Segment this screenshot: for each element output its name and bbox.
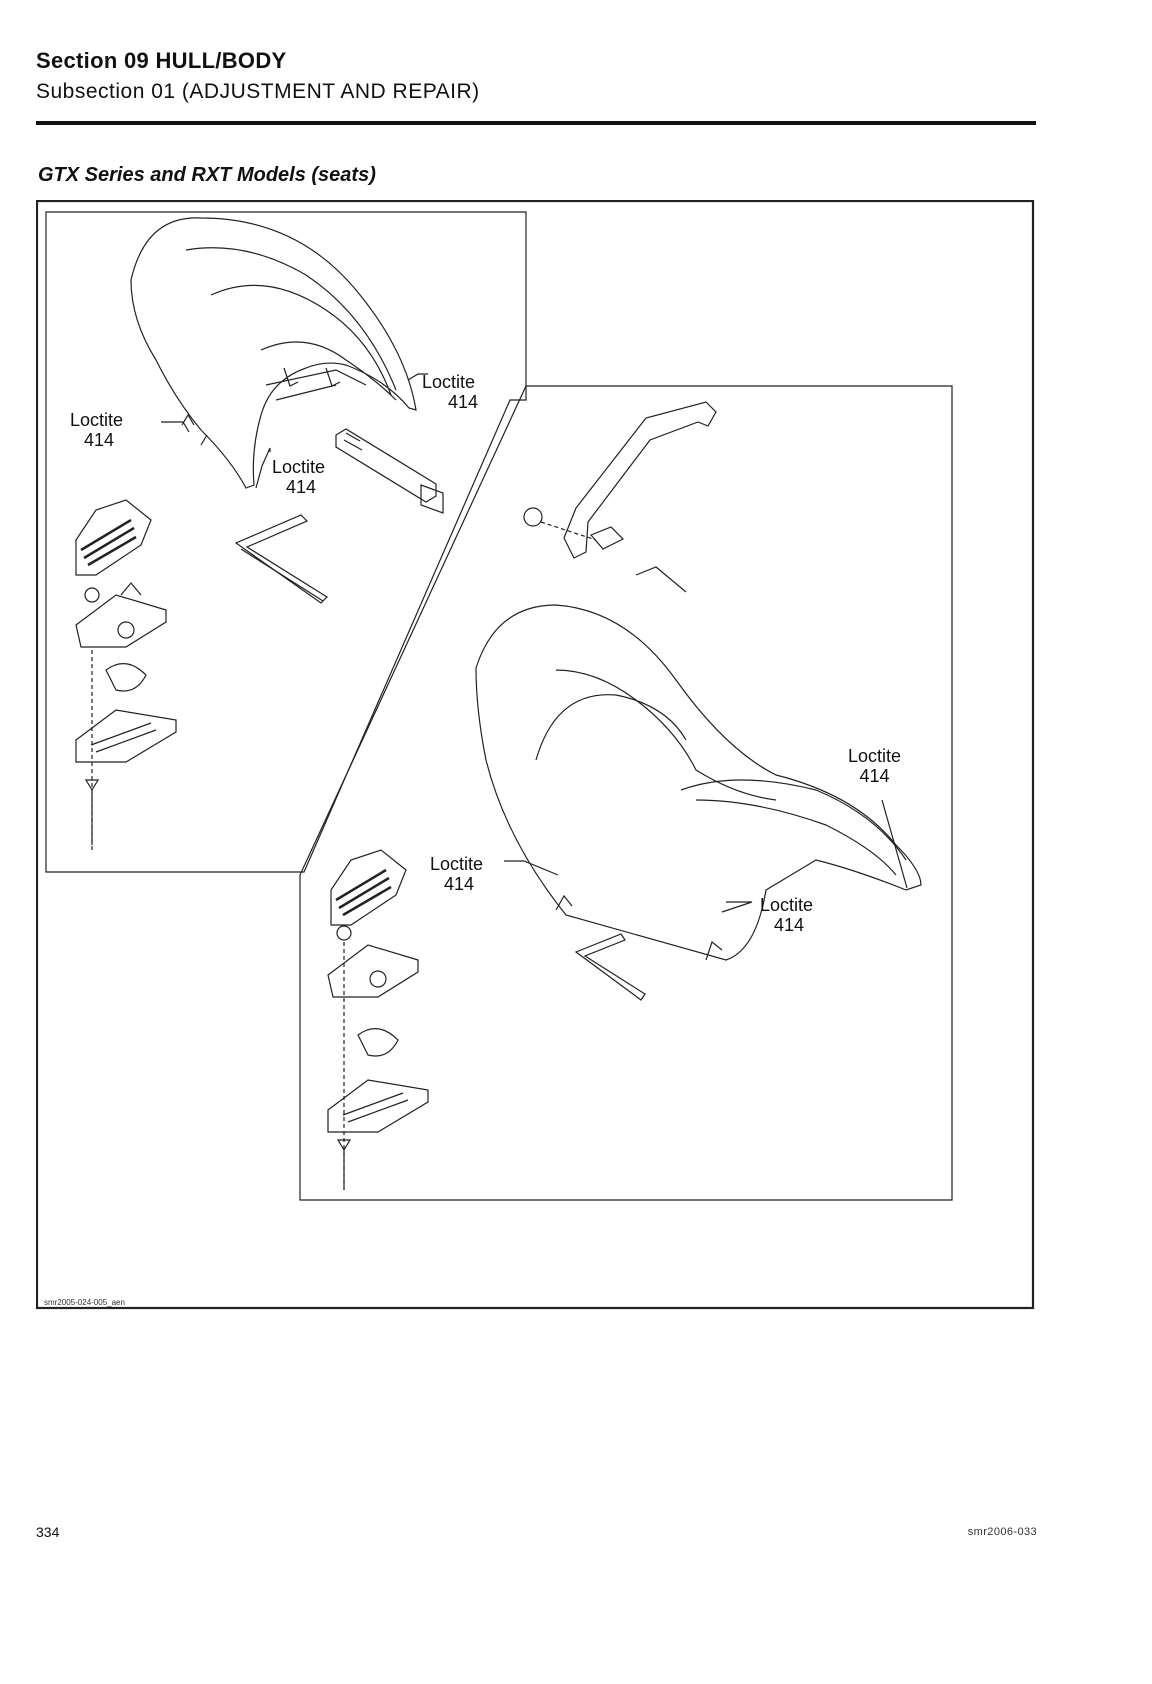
callout-num: 414 <box>422 392 478 412</box>
figure-code: smr2005-024-005_aen <box>44 1298 125 1307</box>
leader-front-2 <box>161 422 189 432</box>
callout-loctite-2: Loctite 414 <box>70 410 123 450</box>
leader-rear-3 <box>722 902 752 912</box>
grab-handle <box>524 402 716 592</box>
leader-rear-1 <box>504 861 558 875</box>
front-seat-key <box>336 429 443 513</box>
rear-allen-key <box>576 934 645 1000</box>
figure-title: GTX Series and RXT Models (seats) <box>38 164 376 187</box>
callout-loctite-3: Loctite 414 <box>272 457 325 497</box>
callout-num: 414 <box>760 915 813 935</box>
leader-rear-2 <box>882 800 907 888</box>
callout-loctite-6: Loctite 414 <box>760 895 813 935</box>
front-seat-cushion <box>131 218 416 488</box>
callout-num: 414 <box>272 477 325 497</box>
front-latch-assembly <box>76 500 176 850</box>
callout-loctite-1: Loctite 414 <box>422 372 478 412</box>
callout-num: 414 <box>430 874 483 894</box>
section-title: Section 09 HULL/BODY <box>36 48 286 74</box>
page-number: 334 <box>36 1524 59 1540</box>
exploded-view-figure: Loctite 414 Loctite 414 Loctite 414 Loct… <box>36 200 1035 1310</box>
callout-loctite-4: Loctite 414 <box>848 746 901 786</box>
rear-latch-assembly <box>328 850 428 1190</box>
callout-num: 414 <box>848 766 901 786</box>
leader-front-3 <box>256 448 270 488</box>
callout-loctite-5: Loctite 414 <box>430 854 483 894</box>
subsection-title: Subsection 01 (ADJUSTMENT AND REPAIR) <box>36 80 480 104</box>
header-rule <box>36 121 1036 125</box>
callout-num: 414 <box>70 430 123 450</box>
panel-rear-seat <box>300 386 952 1200</box>
document-code: smr2006-033 <box>968 1526 1037 1538</box>
front-allen-key <box>236 515 327 603</box>
